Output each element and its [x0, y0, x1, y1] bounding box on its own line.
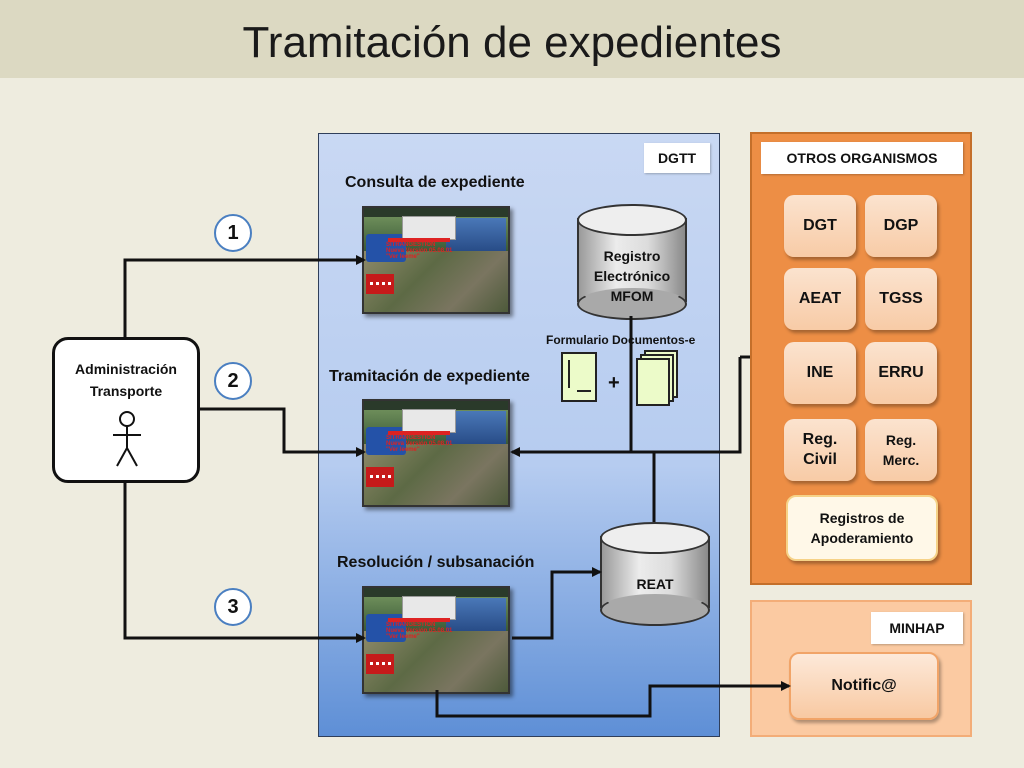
plus-sign: +	[608, 372, 620, 394]
title-bar	[0, 0, 1024, 78]
notifica-button[interactable]: Notific@	[789, 652, 939, 720]
flag-icon	[366, 274, 394, 294]
step-3-badge: 3	[214, 588, 252, 626]
reg-civil-line2: Civil	[803, 451, 837, 468]
flag-icon	[366, 467, 394, 487]
minhap-tag: MINHAP	[871, 612, 963, 644]
registro-line3: MFOM	[610, 288, 654, 304]
documents-stack-icon	[636, 350, 680, 408]
step-2-badge: 2	[214, 362, 252, 400]
arrow-resolucion	[123, 483, 366, 643]
org-dgt-button[interactable]: DGT	[784, 195, 856, 257]
banner-title: SITRANGESTION	[386, 242, 436, 248]
org-aeat-button[interactable]: AEAT	[784, 268, 856, 330]
tramitacion-label: Tramitación de expediente	[329, 368, 530, 385]
dgtt-tag: DGTT	[644, 143, 710, 173]
actor-label-line1: Administración	[75, 361, 177, 377]
apoderamiento-line1: Registros de	[819, 510, 905, 526]
org-reg-merc-button[interactable]: Reg. Merc.	[865, 419, 937, 481]
org-ine-button[interactable]: INE	[784, 342, 856, 404]
reat-database: REAT	[600, 522, 710, 626]
banner-version: Nueva Versión 05.08.01	[386, 248, 453, 254]
registro-line1: Registro	[603, 248, 661, 264]
org-dgp-button[interactable]: DGP	[865, 195, 937, 257]
banner-link: "Ver leeme"	[386, 447, 420, 453]
reat-label: REAT	[636, 576, 674, 592]
person-icon	[113, 411, 141, 467]
apoderamiento-line2: Apoderamiento	[810, 530, 914, 546]
arrow-tramitacion	[200, 407, 366, 457]
banner-link: "Ver leeme"	[386, 254, 420, 260]
banner-title: SITRANGESTION	[386, 435, 436, 441]
form-document-icon	[561, 352, 597, 402]
consulta-label: Consulta de expediente	[345, 174, 525, 191]
banner-title: SITRANGESTION	[386, 622, 436, 628]
actor-label-line2: Transporte	[89, 383, 163, 399]
banner-version: Nueva Versión 05.08.01	[386, 441, 453, 447]
step-1-badge: 1	[214, 214, 252, 252]
reg-merc-line1: Reg.	[885, 432, 917, 448]
org-erru-button[interactable]: ERRU	[865, 342, 937, 404]
org-reg-civil-button[interactable]: Reg. Civil	[784, 419, 856, 481]
otros-organismos-tag: OTROS ORGANISMOS	[761, 142, 963, 174]
reg-civil-line1: Reg.	[802, 431, 838, 448]
registro-electronico-database: Registro Electrónico MFOM	[577, 204, 687, 320]
banner-version: Nueva Versión 05.08.01	[386, 628, 453, 634]
arrow-otros-to-tramitacion	[510, 357, 742, 457]
org-tgss-button[interactable]: TGSS	[865, 268, 937, 330]
arrow-consulta	[123, 255, 366, 337]
arrow-to-reat	[512, 567, 602, 640]
page-title: Tramitación de expedientes	[242, 18, 782, 67]
registros-apoderamiento-button[interactable]: Registros de Apoderamiento	[786, 495, 938, 561]
resolucion-label: Resolución / subsanación	[337, 554, 535, 571]
registro-line2: Electrónico	[593, 268, 671, 284]
banner-link: "Ver leeme"	[386, 634, 420, 640]
arrow-to-notifica	[435, 681, 791, 718]
administracion-transporte-actor: Administración Transporte	[52, 337, 200, 483]
flag-icon	[366, 654, 394, 674]
reg-merc-line2: Merc.	[882, 452, 920, 468]
formulario-label: Formulario Documentos-e	[546, 333, 696, 347]
